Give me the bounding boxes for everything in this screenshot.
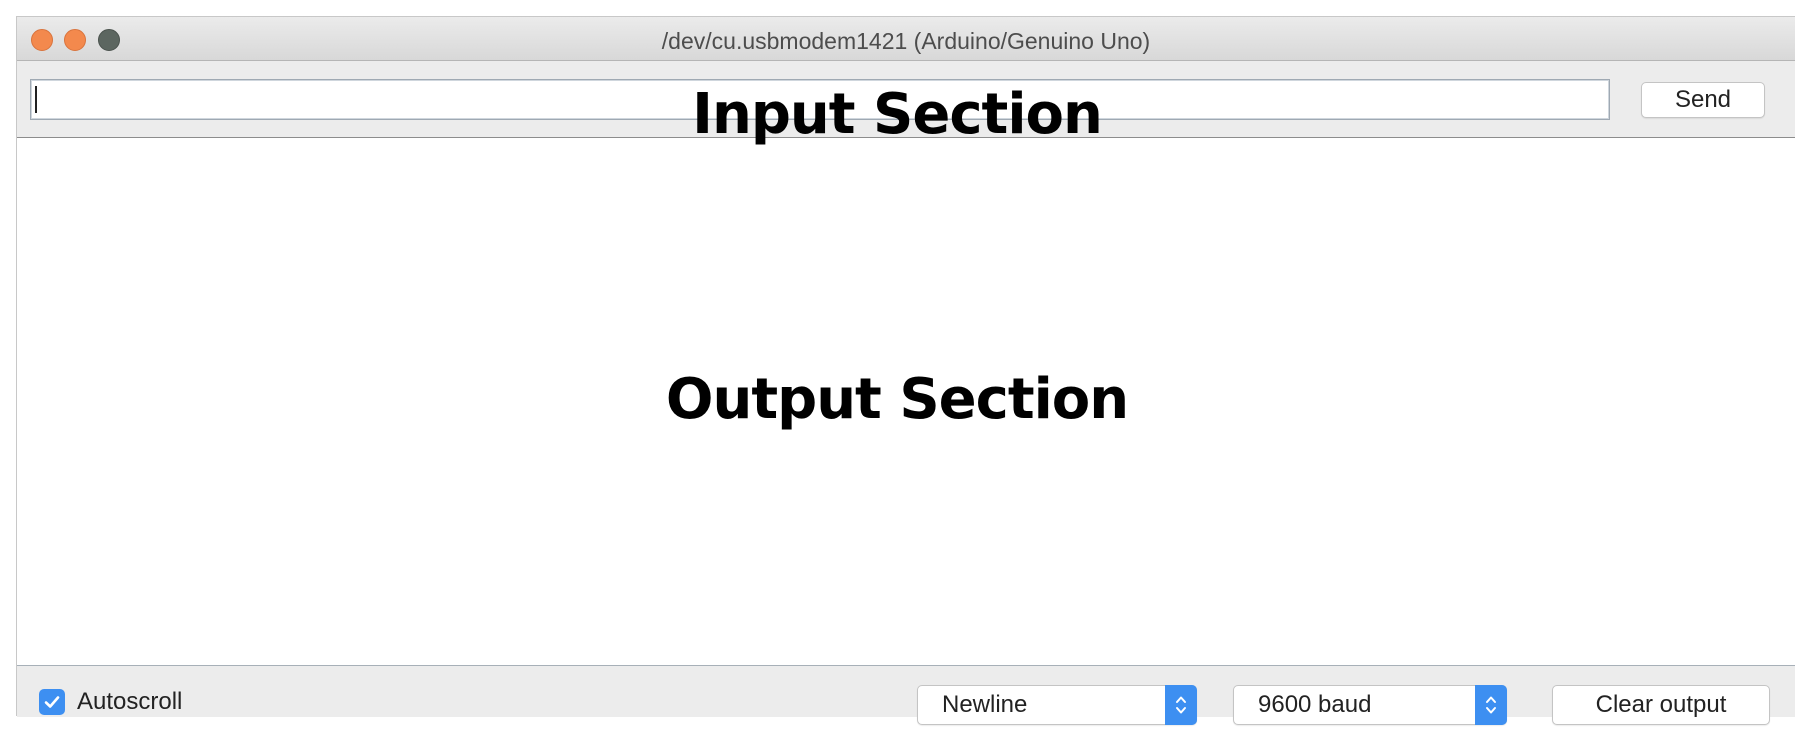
title-bar[interactable]: /dev/cu.usbmodem1421 (Arduino/Genuino Un… xyxy=(17,17,1795,61)
send-button[interactable]: Send xyxy=(1641,82,1765,118)
serial-output-area[interactable] xyxy=(17,137,1795,666)
serial-monitor-window: /dev/cu.usbmodem1421 (Arduino/Genuino Un… xyxy=(16,16,1795,725)
output-section-label: Output Section xyxy=(665,367,1129,432)
autoscroll-label: Autoscroll xyxy=(77,688,183,715)
line-ending-select[interactable]: Newline xyxy=(917,685,1197,725)
chevron-up-down-icon[interactable] xyxy=(1165,685,1197,725)
baud-rate-value: 9600 baud xyxy=(1258,691,1372,718)
minimize-icon[interactable] xyxy=(64,29,86,51)
input-bar: Send xyxy=(17,61,1795,137)
checkmark-icon[interactable] xyxy=(39,689,65,715)
window-title: /dev/cu.usbmodem1421 (Arduino/Genuino Un… xyxy=(661,28,1151,54)
close-icon[interactable] xyxy=(31,29,53,51)
autoscroll-checkbox[interactable]: Autoscroll xyxy=(39,688,182,716)
bottom-toolbar: Autoscroll Newline 9600 baud Clear outpu… xyxy=(17,666,1795,725)
input-section-label: Input Section xyxy=(692,82,1103,147)
text-caret xyxy=(35,86,37,113)
baud-rate-select[interactable]: 9600 baud xyxy=(1233,685,1507,725)
clear-output-button[interactable]: Clear output xyxy=(1552,685,1770,725)
zoom-icon[interactable] xyxy=(98,29,120,51)
serial-input-field[interactable] xyxy=(30,79,1610,120)
chevron-up-down-icon[interactable] xyxy=(1475,685,1507,725)
line-ending-value: Newline xyxy=(942,691,1028,718)
